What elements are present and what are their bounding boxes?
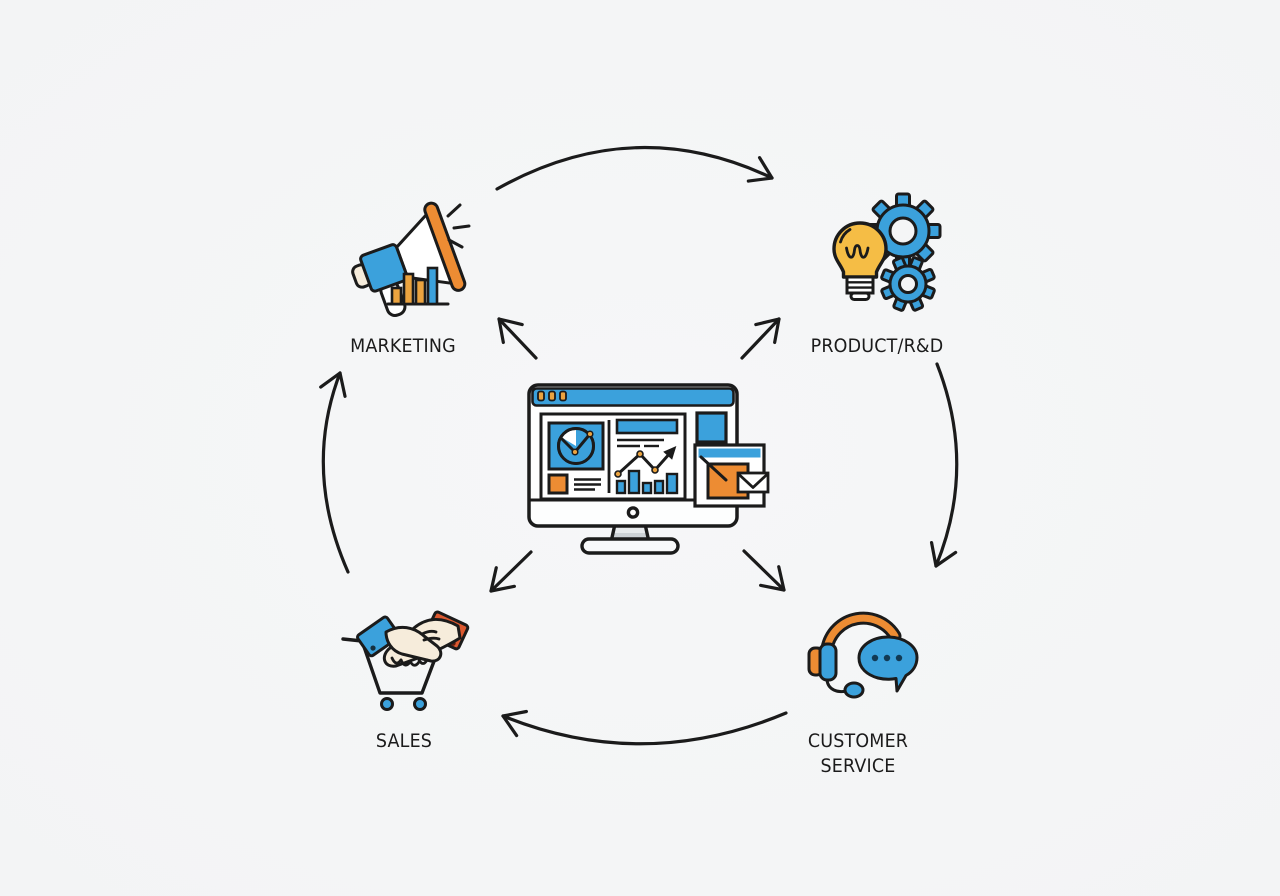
headset-icon bbox=[807, 611, 902, 699]
hub-arrow-to-customer-service bbox=[742, 549, 786, 592]
sound-waves-icon bbox=[446, 203, 471, 249]
gear-small-icon bbox=[880, 256, 936, 312]
trend-arrowhead bbox=[663, 446, 677, 460]
mini-bar-chart-icon bbox=[615, 469, 679, 495]
arrow-marketing-to-product bbox=[495, 145, 774, 191]
hub-arrow-to-marketing bbox=[497, 317, 538, 360]
cart-icon bbox=[341, 637, 438, 711]
headset-chat-icon bbox=[807, 611, 919, 699]
arrow-product-to-customer-service bbox=[929, 362, 959, 568]
trend-line-icon bbox=[616, 450, 673, 476]
header-bar bbox=[615, 418, 679, 435]
envelope-icon bbox=[736, 471, 770, 494]
subtext-lines-icon bbox=[617, 438, 664, 448]
customer-service-label: CUSTOMER SERVICE bbox=[807, 730, 909, 777]
monitor-stand-foot bbox=[580, 537, 680, 555]
gauge-fill bbox=[558, 428, 594, 464]
thumbnail-square bbox=[547, 473, 569, 495]
handshake-cart-icon bbox=[341, 610, 470, 711]
speech-bubble-icon bbox=[857, 635, 919, 693]
handshake-icon bbox=[356, 610, 470, 668]
browser-title-bar bbox=[531, 387, 735, 407]
arrow-customer-service-to-sales bbox=[501, 709, 788, 746]
finger-lines bbox=[390, 629, 441, 667]
dashboard-monitor-icon bbox=[527, 383, 770, 555]
sales-label: SALES bbox=[375, 730, 433, 752]
monitor-button bbox=[626, 506, 640, 519]
arrow-sales-to-marketing bbox=[319, 371, 350, 574]
hub-arrow-to-sales bbox=[489, 550, 533, 593]
widget-square bbox=[695, 411, 728, 444]
megaphone-bar-chart-icon bbox=[351, 201, 471, 317]
hub-arrow-to-product bbox=[740, 317, 781, 360]
product-rd-label: PRODUCT/R&D bbox=[810, 335, 944, 357]
text-lines-icon bbox=[574, 478, 601, 491]
window-buttons-icon bbox=[537, 390, 567, 402]
megaphone-icon bbox=[351, 201, 467, 317]
growth-bars-icon bbox=[386, 266, 450, 306]
lightbulb-gears-icon bbox=[832, 192, 942, 312]
cursor-line bbox=[699, 455, 728, 482]
marketing-label: MARKETING bbox=[350, 335, 456, 357]
lightbulb-icon bbox=[832, 221, 888, 301]
